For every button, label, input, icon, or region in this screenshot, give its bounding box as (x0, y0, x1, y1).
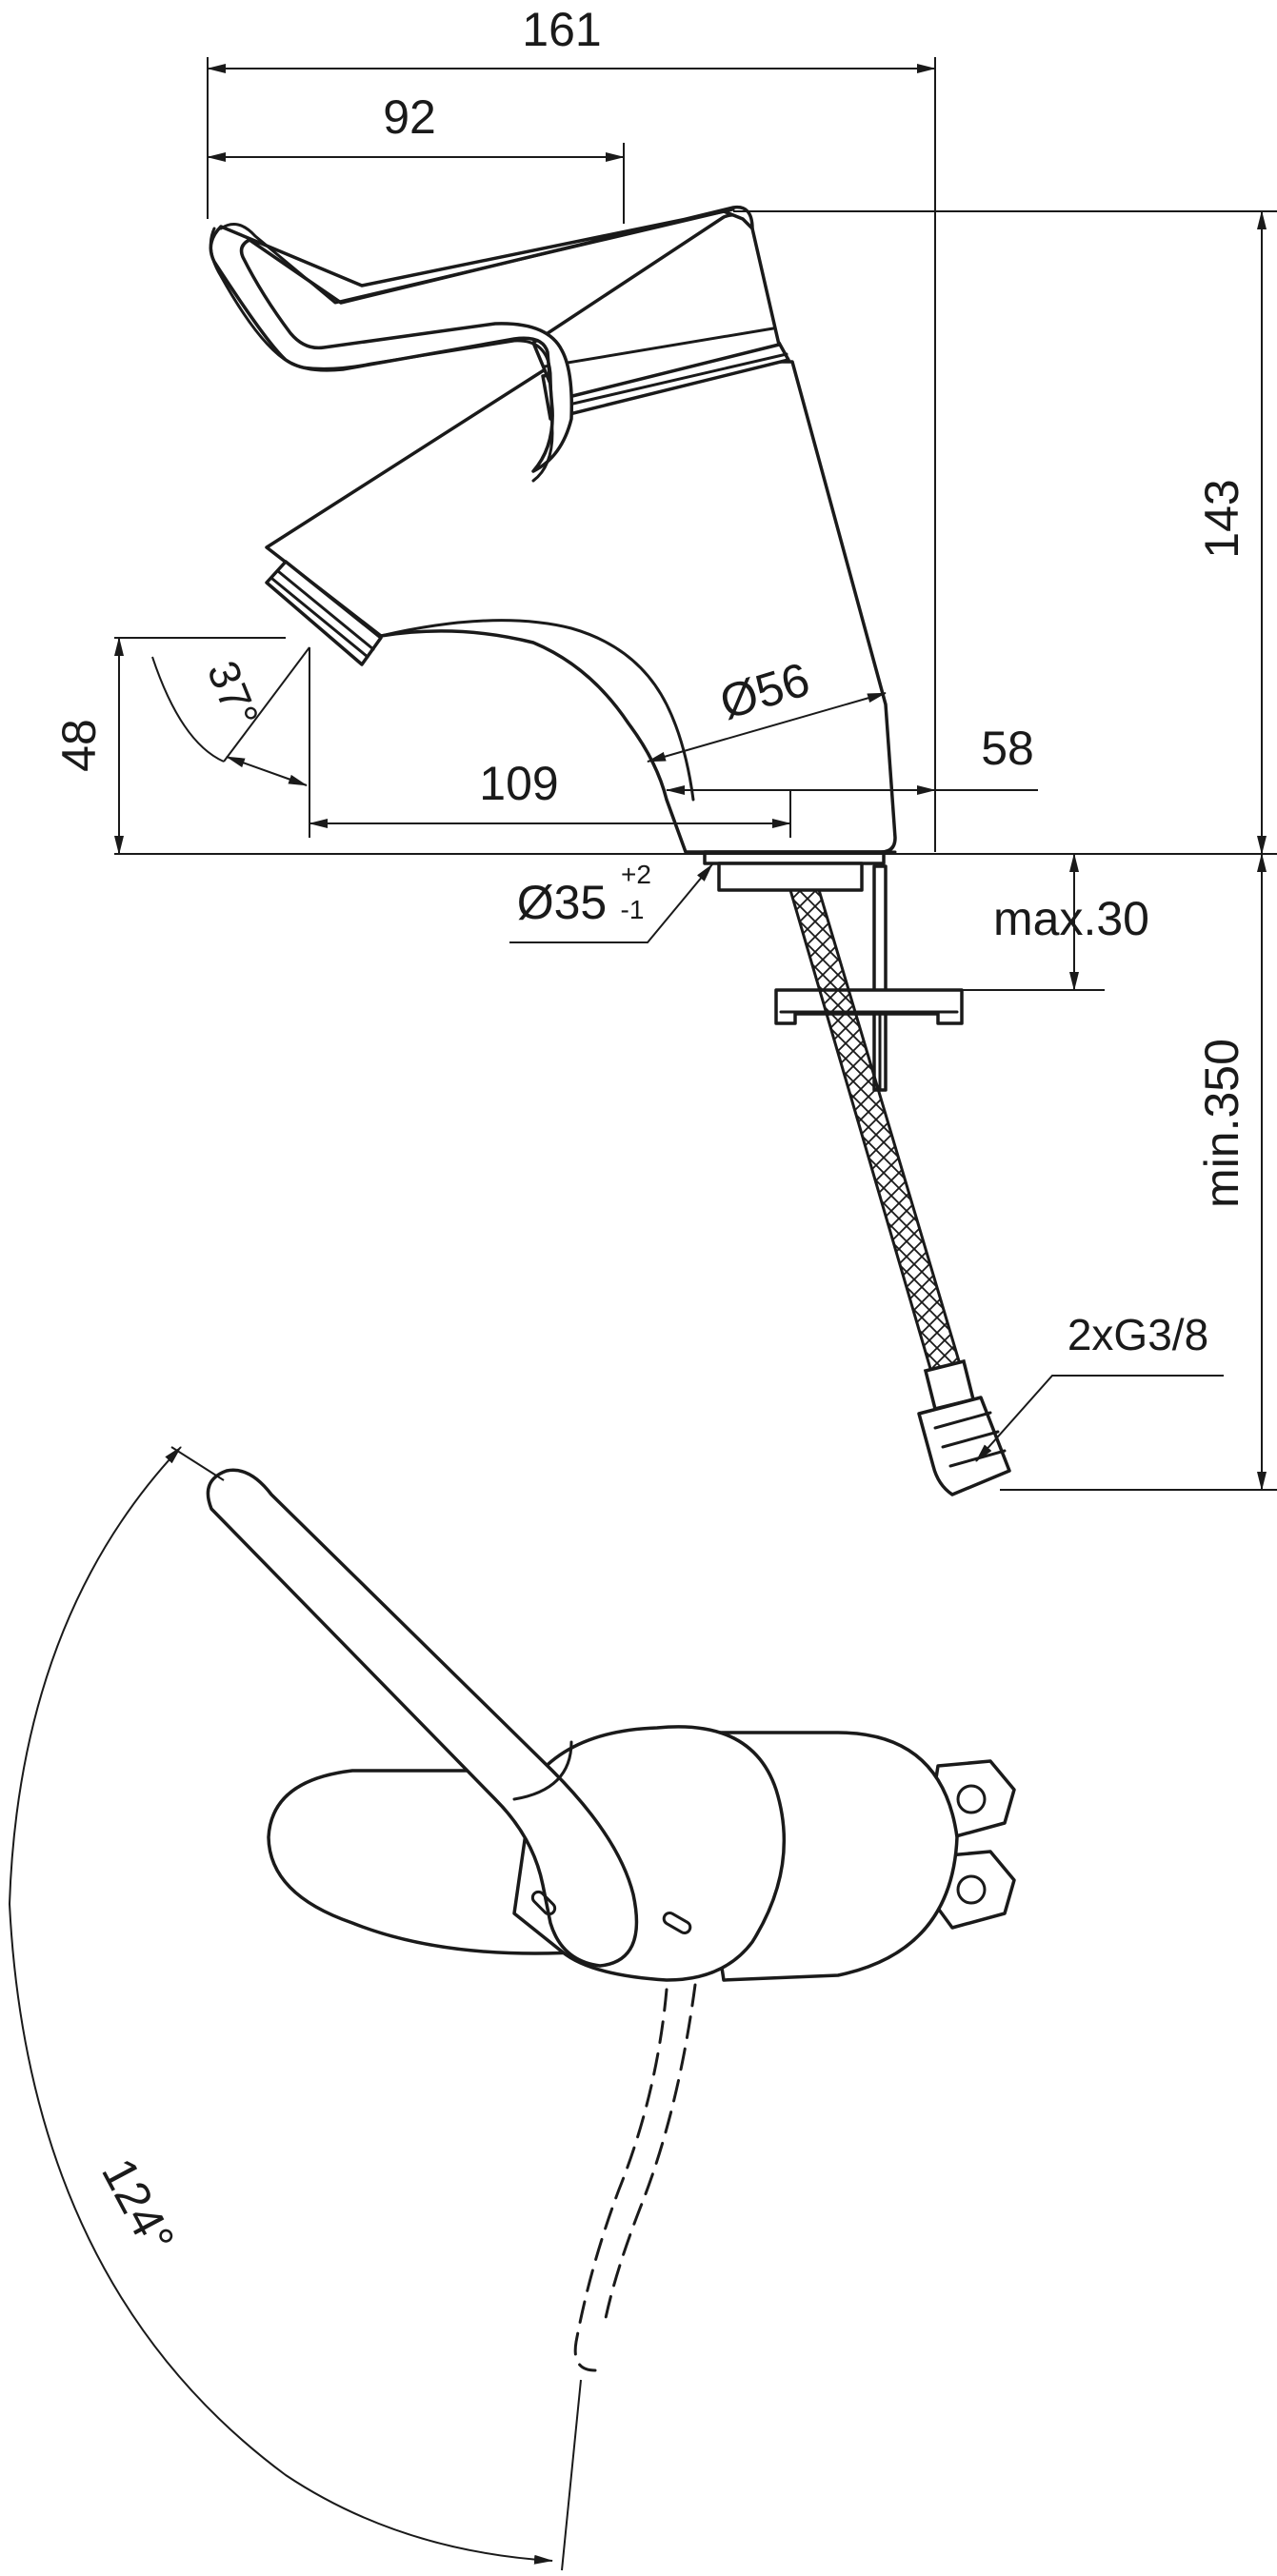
swing-angle-dimension (8, 1446, 582, 2571)
flexible-hose (788, 888, 1011, 1496)
dim-max-deck-thickness: max.30 (993, 892, 1149, 945)
dim-hole-tolerance-lower: -1 (621, 895, 645, 924)
dim-height: 143 (1195, 479, 1248, 558)
hose-nut (917, 1396, 1011, 1496)
dim-connection: 2xG3/8 (1067, 1310, 1208, 1359)
dim-base-offset: 58 (981, 722, 1034, 775)
dim-spout-angle: 37° (198, 654, 269, 734)
dim-overall-length: 161 (522, 3, 601, 56)
dim-hole-tolerance-upper: +2 (621, 860, 651, 889)
dim-lever-swing-angle: 124° (91, 2150, 185, 2262)
lever-swing-dashed (573, 1988, 668, 2372)
dim-lever-length: 92 (383, 90, 436, 144)
dim-aerator-height: 48 (52, 719, 106, 772)
aerator (265, 560, 383, 666)
dim-hole-diameter: Ø35 (517, 876, 608, 929)
faucet-body (265, 360, 897, 854)
dim-min-hose-length: min.350 (1195, 1039, 1248, 1208)
faucet-top-view (206, 1468, 1016, 2372)
dimension-lines (114, 57, 1277, 1491)
mounting-shank (717, 862, 864, 892)
mounting-assembly (717, 862, 964, 1092)
dim-spout-reach: 109 (479, 757, 558, 810)
lever-outline (209, 227, 554, 483)
fixing-plate (774, 988, 964, 1025)
